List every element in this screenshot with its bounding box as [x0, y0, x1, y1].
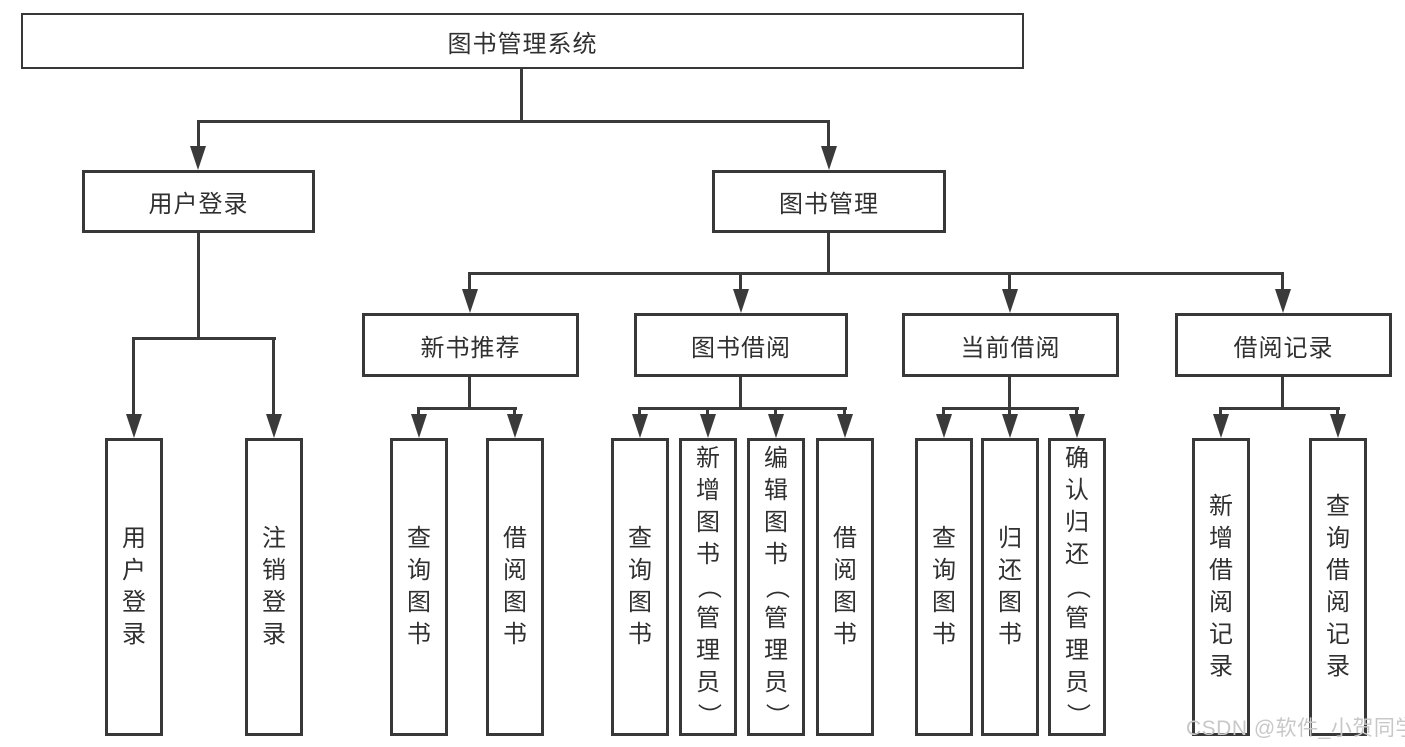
- leaf-return-books: 归还图书: [981, 438, 1039, 736]
- arrow-down-icon: [632, 414, 648, 438]
- connector-line: [197, 233, 200, 340]
- arrow-down-icon: [1275, 289, 1291, 313]
- arrow-down-icon: [1069, 414, 1085, 438]
- connector-line: [739, 272, 742, 291]
- arrow-down-icon: [507, 414, 523, 438]
- leaf-query-borrow-record: 查询借阅记录: [1309, 438, 1367, 736]
- node-current-borrowing: 当前借阅: [902, 313, 1119, 377]
- arrow-down-icon: [1213, 414, 1229, 438]
- leaf-borrow-books-borrowing: 借阅图书: [816, 438, 874, 736]
- connector-line: [942, 407, 945, 416]
- arrow-down-icon: [1002, 289, 1018, 313]
- connector-line: [1281, 377, 1284, 410]
- connector-line: [827, 233, 830, 275]
- leaf-confirm-return-admin: 确认归还（管理员）: [1048, 438, 1106, 736]
- arrow-down-icon: [700, 414, 716, 438]
- connector-line: [132, 337, 276, 340]
- leaf-logout: 注销登录: [245, 438, 303, 736]
- connector-line: [1075, 407, 1078, 416]
- node-label: 图书管理: [779, 191, 879, 218]
- watermark-text: CSDN @软件_小贺同学: [1186, 717, 1405, 740]
- connector-line: [468, 377, 471, 410]
- node-borrowing-records: 借阅记录: [1175, 313, 1392, 377]
- node-label: 图书借阅: [691, 334, 791, 362]
- connector-line: [739, 377, 742, 410]
- connector-line: [638, 407, 847, 410]
- node-book-management: 图书管理: [712, 170, 946, 233]
- node-library-system: 图书管理系统: [21, 13, 1024, 69]
- leaf-add-books-admin: 新增图书（管理员）: [679, 438, 737, 736]
- connector-line: [520, 69, 523, 123]
- connector-line: [1008, 377, 1011, 410]
- connector-line: [197, 120, 200, 148]
- connector-line: [827, 120, 830, 148]
- connector-line: [774, 407, 777, 416]
- leaf-user-login: 用户登录: [105, 438, 163, 736]
- connector-line: [638, 407, 641, 416]
- connector-line: [1008, 272, 1011, 291]
- leaf-query-books-current: 查询图书: [915, 438, 973, 736]
- arrow-down-icon: [768, 414, 784, 438]
- node-label: 新书推荐: [420, 334, 521, 362]
- connector-line: [197, 120, 830, 123]
- node-label: 用户登录: [148, 191, 249, 218]
- connector-line: [513, 407, 516, 416]
- arrow-down-icon: [411, 414, 427, 438]
- connector-line: [272, 337, 275, 416]
- connector-line: [1008, 407, 1011, 416]
- arrow-down-icon: [126, 414, 142, 438]
- connector-line: [1219, 407, 1222, 416]
- arrow-down-icon: [266, 414, 282, 438]
- arrow-down-icon: [821, 146, 837, 170]
- arrow-down-icon: [936, 414, 952, 438]
- leaf-borrow-books-recommend: 借阅图书: [486, 438, 544, 736]
- leaf-query-books-borrowing: 查询图书: [611, 438, 669, 736]
- connector-line: [132, 337, 135, 416]
- node-new-book-recommend: 新书推荐: [362, 313, 579, 377]
- leaf-add-borrow-record: 新增借阅记录: [1192, 438, 1250, 736]
- connector-line: [417, 407, 420, 416]
- arrow-down-icon: [1002, 414, 1018, 438]
- connector-line: [468, 272, 1284, 275]
- node-label: 当前借阅: [960, 334, 1061, 362]
- node-label: 图书管理系统: [447, 30, 598, 58]
- leaf-query-books-recommend: 查询图书: [390, 438, 448, 736]
- node-user-login: 用户登录: [82, 170, 315, 233]
- connector-line: [1219, 407, 1340, 410]
- arrow-down-icon: [837, 414, 853, 438]
- node-book-borrowing: 图书借阅: [634, 313, 848, 377]
- connector-line: [468, 272, 471, 291]
- connector-line: [1336, 407, 1339, 416]
- arrow-down-icon: [1330, 414, 1346, 438]
- arrow-down-icon: [462, 289, 478, 313]
- arrow-down-icon: [733, 289, 749, 313]
- connector-line: [843, 407, 846, 416]
- connector-line: [417, 407, 517, 410]
- connector-line: [1281, 272, 1284, 291]
- leaf-edit-books-admin: 编辑图书（管理员）: [747, 438, 805, 736]
- arrow-down-icon: [190, 146, 206, 170]
- node-label: 借阅记录: [1233, 334, 1334, 362]
- connector-line: [706, 407, 709, 416]
